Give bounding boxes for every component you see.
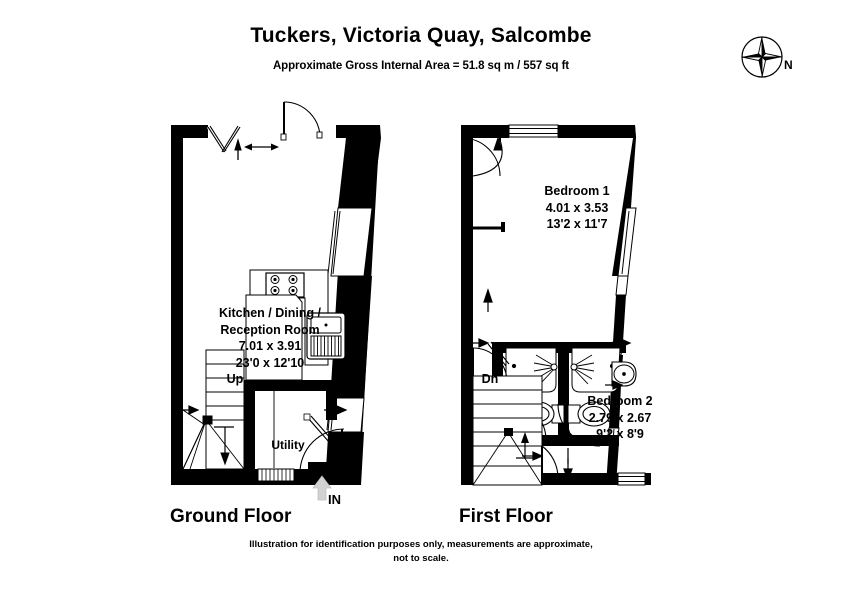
title-block: Tuckers, Victoria Quay, Salcombe Approxi…	[0, 24, 842, 72]
room-dimension-imperial: 9'2 x 8'9	[596, 427, 644, 441]
kitchen-sink-icon	[306, 312, 346, 360]
compass-block: N	[737, 30, 807, 84]
ground-floor-title: Ground Floor	[170, 506, 292, 527]
understair-cupboard	[182, 409, 206, 470]
first-floor-dimension-ticks	[462, 288, 632, 482]
disclaimer-line-1: Illustration for identification purposes…	[249, 539, 593, 550]
entry-swing-door-icon	[280, 101, 323, 141]
ground-floor-drawing	[171, 101, 381, 501]
room-dimension-imperial: 23'0 x 12'10	[235, 355, 305, 370]
room-name-line2: Reception Room	[220, 322, 320, 337]
utility-door-icon	[303, 413, 340, 451]
hob-icon	[265, 272, 305, 298]
first-floor-drawing	[461, 124, 651, 486]
stair-label-up: Up	[215, 371, 255, 388]
bedroom2-door-icon	[541, 445, 559, 485]
room-name-line1: Utility	[271, 438, 305, 452]
room-label-bedroom-1: Bedroom 1 4.01 x 3.53 13'2 x 11'7	[512, 183, 642, 233]
disclaimer-line-2: not to scale.	[393, 552, 449, 564]
disclaimer-block: Illustration for identification purposes…	[0, 538, 842, 566]
stair-direction-text: Dn	[481, 372, 499, 386]
stair-direction-text: Up	[226, 372, 244, 386]
compass-rose-icon	[741, 36, 783, 78]
room-name-line1: Kitchen / Dining /	[218, 306, 322, 320]
room-dimension-metric: 7.01 x 3.91	[238, 339, 302, 353]
bifold-door-icon	[206, 125, 242, 160]
room-label-bedroom-2: Bedroom 2 2.79 x 2.67 9'2 x 8'9	[555, 393, 685, 443]
bedroom1-door-icon	[461, 136, 505, 232]
room-label-utility: Utility	[258, 438, 318, 454]
room-label-kitchen-dining-reception: Kitchen / Dining / Reception Room 7.01 x…	[205, 305, 335, 371]
room-name-line1: Bedroom 1	[544, 184, 610, 198]
entrance-arrow-icon	[312, 475, 332, 501]
utility-room-walls	[244, 380, 337, 473]
first-floor-title: First Floor	[459, 506, 553, 527]
ground-floor-staircase	[182, 349, 245, 470]
room-dimension-metric: 2.79 x 2.67	[588, 410, 652, 425]
first-floor-stairs	[472, 375, 543, 486]
room-dimension-imperial: 13'2 x 11'7	[546, 217, 608, 231]
utility-fixtures	[245, 294, 303, 482]
page-title: Tuckers, Victoria Quay, Salcombe	[250, 24, 592, 47]
entrance-label: IN	[328, 492, 341, 507]
room-dimension-metric: 4.01 x 3.53	[545, 200, 609, 215]
room-name-line1: Bedroom 2	[587, 394, 653, 408]
top-dimension-arrow	[244, 143, 279, 151]
stair-label-down: Dn	[473, 371, 507, 388]
front-door-icon	[299, 428, 345, 474]
gross-internal-area-text: Approximate Gross Internal Area = 51.8 s…	[272, 60, 570, 73]
compass-north-label: N	[784, 58, 793, 72]
ground-dimension-ticks	[172, 405, 348, 415]
